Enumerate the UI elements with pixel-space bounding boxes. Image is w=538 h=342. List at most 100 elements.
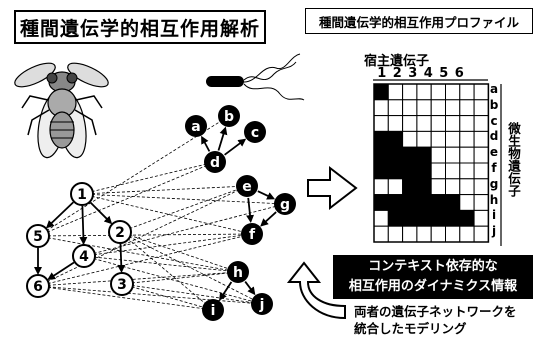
cross-link-line [37,285,263,305]
row-label: i [491,208,497,223]
matrix-cell [473,99,489,117]
network-edge [117,243,126,274]
cross-link-line [81,161,216,195]
microbe-gene-node [241,223,263,245]
matrix-cell [416,225,432,243]
matrix-cell [459,115,475,132]
matrix-cell [445,83,461,101]
network-edge [257,190,276,200]
matrix-cell [459,178,475,196]
matrix-cell [459,99,475,117]
cross-link-line [83,255,263,305]
modeling-line-1: 両者の遺伝子ネットワークを [354,304,517,319]
microbe-gene-node-label: f [249,227,256,243]
matrix-cell [373,115,389,132]
host-gene-node [108,220,132,244]
microbe-gene-node [185,115,207,137]
network-edges [34,126,277,301]
matrix-cell [459,225,475,243]
matrix-border [373,83,490,243]
matrix-cell [430,83,447,101]
microbe-gene-node-label: j [259,297,265,313]
host-gene-node-label: 3 [117,277,127,293]
cross-link-line [121,283,214,311]
cross-link-line [83,255,239,273]
matrix-cell [430,99,447,117]
cross-link-line [37,185,248,287]
host-gene-node [70,182,94,206]
matrix-cell [416,83,432,101]
host-gene-node-label: 5 [33,229,43,245]
network-edge [79,205,88,246]
host-gene-col: 4 [423,66,433,81]
matrix-cell [373,194,389,211]
matrix-cell [459,146,475,164]
matrix-cell [430,162,447,180]
matrix-cell [430,225,447,243]
matrix-cell [459,83,475,101]
cross-link-line [37,233,253,237]
host-gene-node-label: 4 [79,249,89,265]
host-genes-label: 宿主遺伝子 [364,54,430,69]
matrix-cell [473,194,489,211]
matrix-cell [387,162,404,180]
matrix-cell [416,99,432,117]
matrix-cell [373,162,389,180]
matrix-cell [473,162,489,180]
matrix-cell [402,115,418,132]
matrix-cell [416,209,432,227]
matrix-cell [473,146,489,164]
matrix-cell [387,209,404,227]
microbe-gene-node-label: b [224,109,234,125]
matrix-cell [445,209,461,227]
matrix-cell [473,209,489,227]
host-gene-col: 3 [408,66,418,81]
row-label: a [489,82,499,96]
host-gene-node [26,274,50,298]
matrix-cell [445,178,461,196]
cross-link-line [121,271,239,285]
matrix-cell [430,194,447,211]
microbe-gene-node-label: i [211,303,216,319]
matrix-cell [373,99,389,117]
matrix-cell [387,194,404,211]
matrix-cell [459,194,475,211]
matrix-cell [430,178,447,196]
row-label: c [490,113,498,128]
host-gene-col: 2 [392,66,402,81]
matrix-cell [430,115,447,132]
matrix-cell [373,209,389,227]
host-gene-node [26,224,50,248]
matrix-cell [473,178,489,196]
microbe-gene-rows: a b c d e f g h i j [488,82,500,240]
matrix-cell [402,130,418,148]
matrix-cell [416,178,432,196]
matrix-cell [387,130,404,148]
context-line-1: コンテキスト依存的な [368,259,498,274]
matrix-cell [402,209,418,227]
cross-link-line [37,271,239,287]
matrix-cell [445,115,461,132]
cross-link-line [37,161,216,237]
matrix-cell [402,83,418,101]
profile-title: 種間遺伝学的相互作用プロファイル [305,8,533,34]
bacterium-icon [206,53,305,101]
matrix-cell [430,130,447,148]
cross-link-line [119,185,248,233]
network-edge [244,281,256,296]
row-label: d [489,129,499,144]
host-gene-node [110,272,134,296]
network-edge [89,201,113,225]
cross-link-line [37,235,239,273]
matrix-cell [387,146,404,164]
microbe-gene-node-label: h [233,265,243,281]
matrix-cell [445,130,461,148]
row-label: e [489,145,499,160]
matrix-cell [459,209,475,227]
cross-species-links [37,115,286,311]
context-line-2: 相互作用のダイナミクス情報 [348,279,518,294]
microbe-gene-node [244,121,266,143]
matrix-cell [416,194,432,211]
matrix-cell [445,99,461,117]
